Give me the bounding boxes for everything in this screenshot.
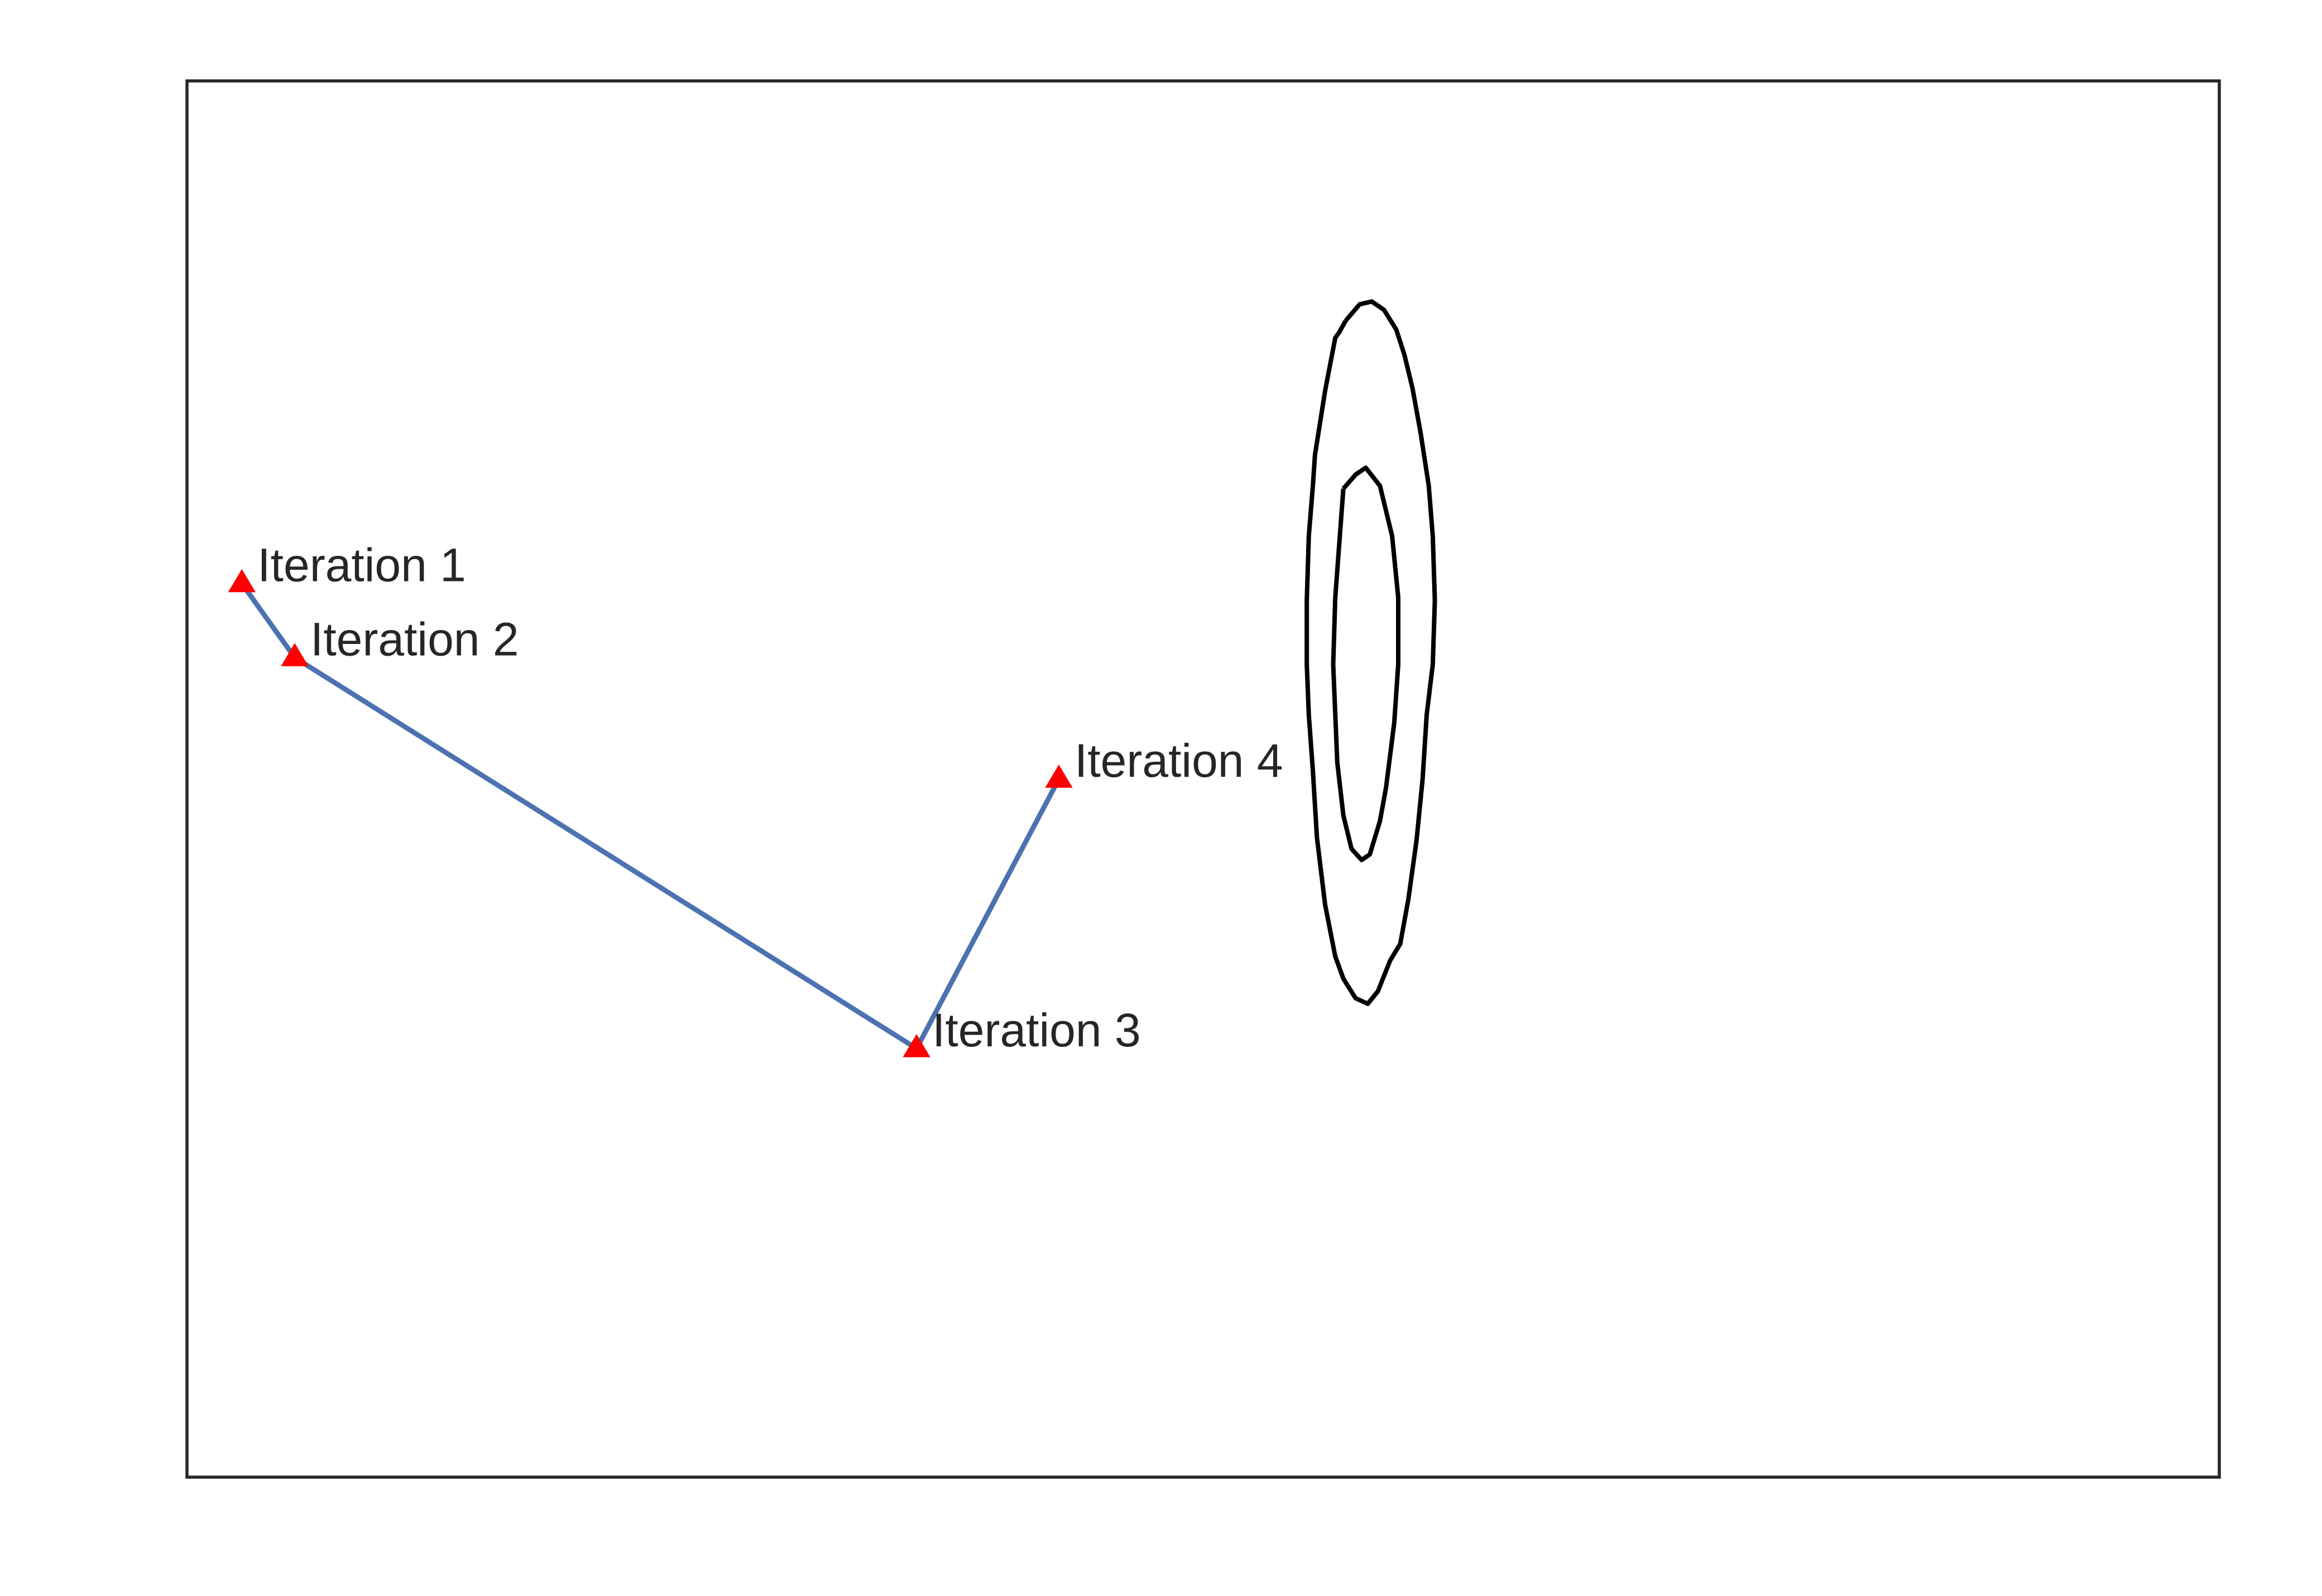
iteration-label-1: Iteration 1 bbox=[257, 539, 466, 592]
contour-line-1 bbox=[1304, 299, 1437, 1006]
marker-layer bbox=[228, 569, 1073, 1057]
label-layer: Iteration 1 Iteration 2 Iteration 3 Iterati… bbox=[257, 539, 1283, 1056]
iteration-label-3: Iteration 3 bbox=[932, 1004, 1141, 1056]
iteration-label-2: Iteration 2 bbox=[310, 613, 519, 665]
iteration-marker-2 bbox=[281, 643, 309, 666]
path-layer bbox=[239, 581, 1062, 1051]
iteration-path-line bbox=[239, 581, 1062, 1051]
contour-layer bbox=[1304, 299, 1437, 1006]
contour-line-2 bbox=[1331, 465, 1400, 863]
iteration-label-4: Iteration 4 bbox=[1074, 734, 1283, 787]
iteration-marker-1 bbox=[228, 569, 256, 593]
iteration-marker-4 bbox=[1045, 765, 1073, 788]
plot-area-frame bbox=[185, 79, 2221, 1479]
iteration-marker-3 bbox=[903, 1033, 930, 1057]
